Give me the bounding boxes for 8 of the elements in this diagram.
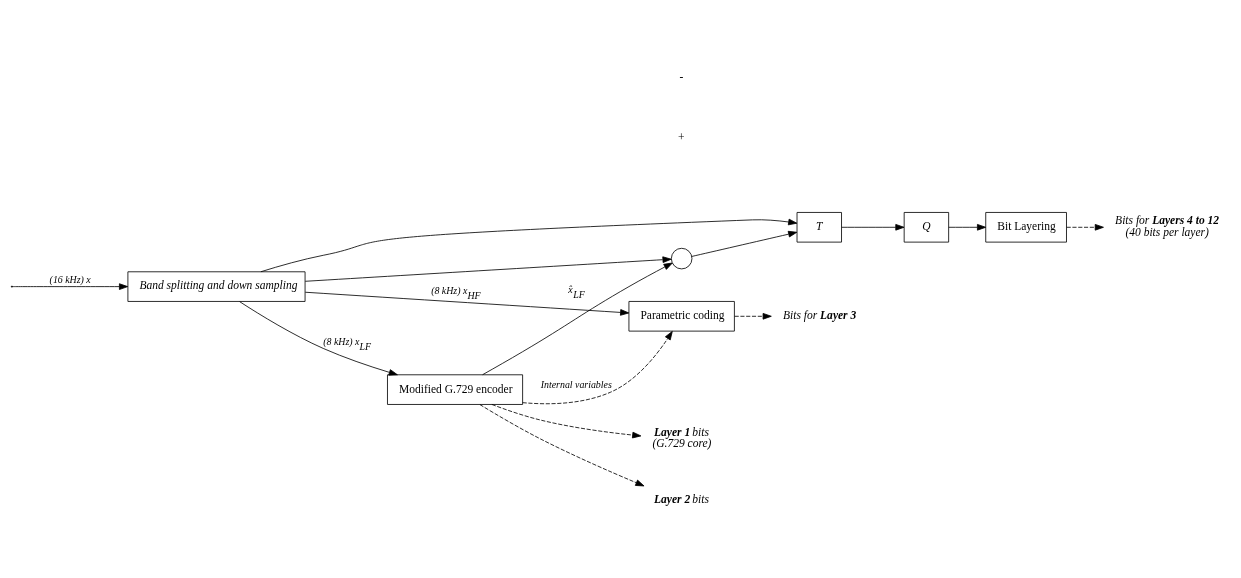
label: + — [677, 130, 685, 143]
node-text: Bits for Layers 4 to 12 (40 bits per layer) — [1115, 213, 1220, 238]
edge-label: Internal variables — [540, 378, 612, 390]
node-text: Bits for Layer 3 — [783, 308, 857, 321]
node-text: Layer 1 bits (G.729 core) — [652, 425, 712, 449]
label: - — [679, 70, 684, 83]
node-text: Layer 2 bits — [654, 492, 710, 505]
edge-label: (16 kHz) x — [49, 273, 91, 285]
